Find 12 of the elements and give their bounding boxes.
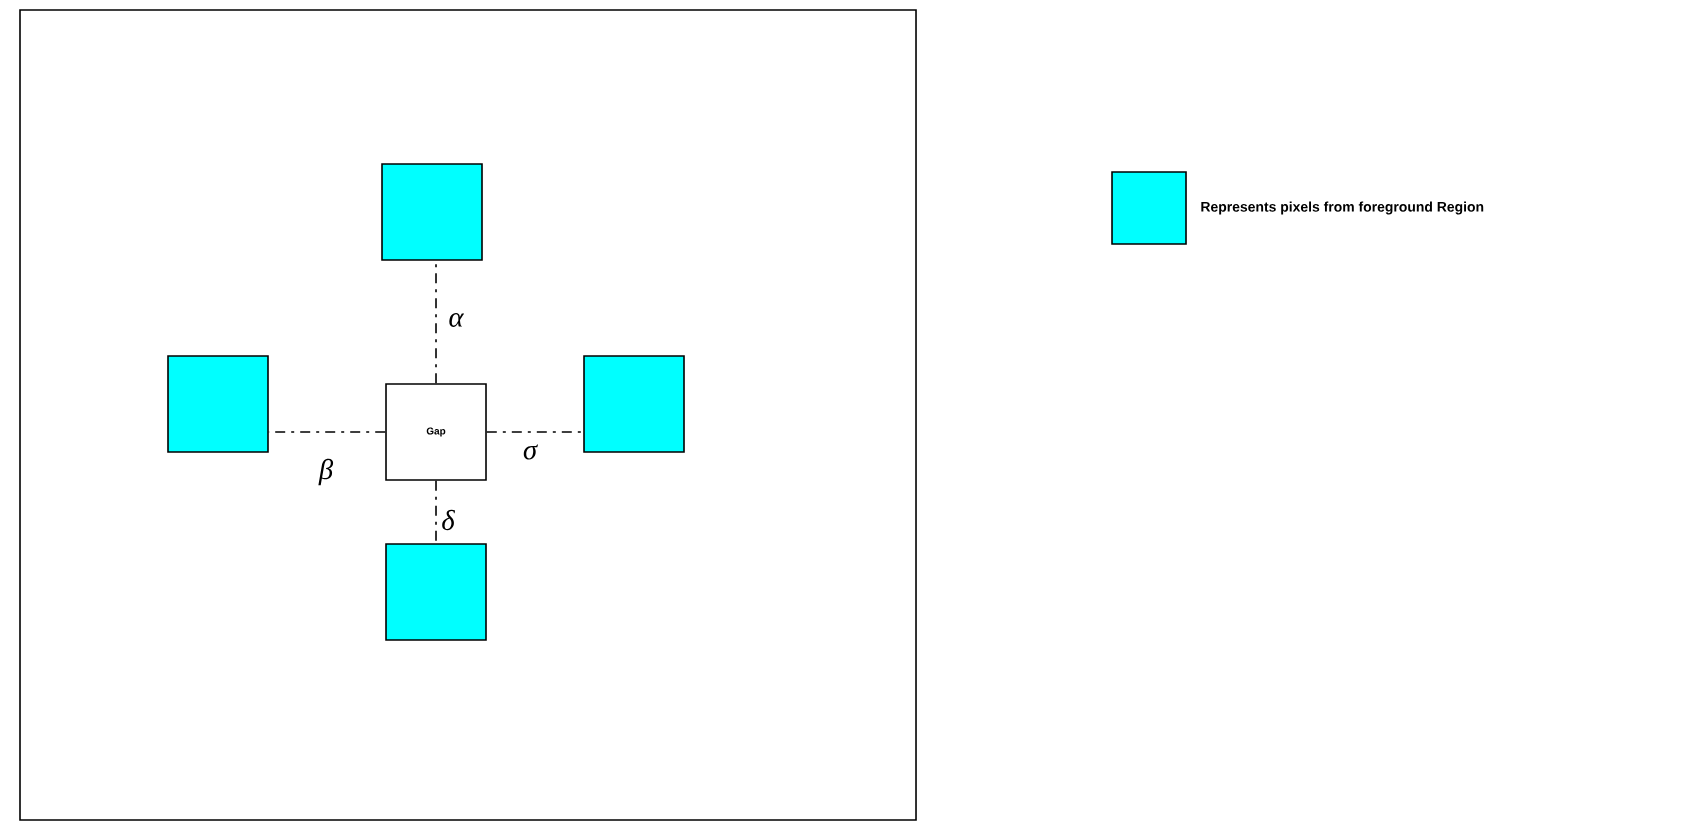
- pixel-square: [381, 163, 483, 261]
- pixel-square: [167, 355, 269, 453]
- frame: [19, 9, 917, 821]
- edge-label: σ: [520, 442, 540, 462]
- pixel-square: [385, 543, 487, 641]
- dashed-line: [435, 480, 437, 544]
- pixel-square: [583, 355, 685, 453]
- edge-label: δ: [439, 507, 457, 533]
- edge-label: β: [316, 456, 336, 488]
- dashed-line: [486, 431, 584, 433]
- edge-label: α: [446, 311, 466, 329]
- dashed-line: [435, 260, 437, 384]
